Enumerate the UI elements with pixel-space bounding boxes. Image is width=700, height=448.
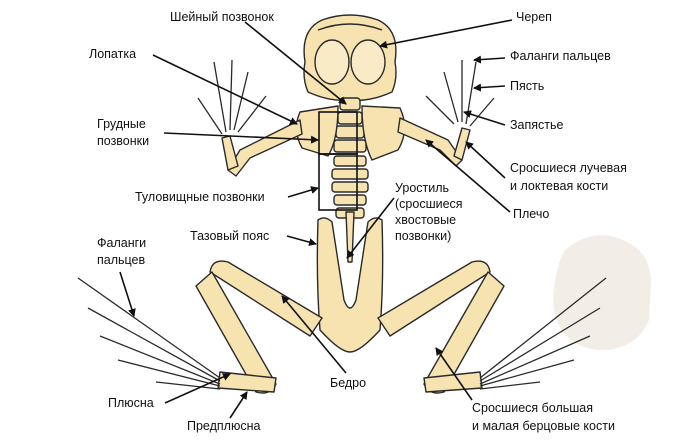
pointer-urostyle: [346, 197, 395, 259]
left-forearm: [221, 135, 239, 171]
label-tarsus: Предплюсна: [187, 419, 261, 433]
label-metatarsus: Плюсна: [108, 396, 154, 410]
left-femur: [209, 260, 323, 337]
pointer-radius-ulna: [465, 141, 506, 179]
pointer-toe-phalanges: [119, 271, 136, 317]
left-tarsus: [217, 371, 277, 393]
left-foot: [77, 277, 221, 390]
label-urostyle-1: Уростиль: [395, 181, 450, 195]
left-scapula: [295, 105, 339, 157]
pelvic-girdle: [316, 217, 384, 353]
label-tibia-fibula-1: Сросшиеся большая: [472, 401, 594, 415]
right-foot: [479, 277, 607, 390]
right-scapula: [361, 105, 406, 161]
watermark-logo: [553, 235, 651, 351]
label-femur: Бедро: [330, 376, 367, 390]
label-finger-phalanges: Фаланги пальцев: [510, 49, 611, 63]
label-metacarpus: Пясть: [510, 79, 545, 93]
right-humerus: [397, 117, 463, 167]
label-thoracic-1: Грудные: [97, 117, 146, 131]
urostyle-bone: [345, 211, 355, 263]
label-skull: Череп: [516, 10, 552, 24]
pointer-femur: [281, 295, 347, 374]
pointer-humerus: [425, 139, 511, 213]
pointer-cervical: [244, 21, 347, 105]
label-urostyle-2: (сросшиеся: [395, 197, 463, 211]
pointer-tibia-fibula: [435, 347, 473, 401]
pointer-scapula: [152, 54, 298, 125]
pointer-lines: [119, 19, 513, 419]
right-femur: [377, 260, 491, 337]
label-cervical-vertebra: Шейный позвонок: [170, 10, 274, 24]
pointer-finger-phalanges: [473, 55, 506, 64]
pointer-carpus: [463, 110, 506, 126]
left-hand: [197, 59, 267, 135]
label-pelvic-girdle: Тазовый пояс: [190, 229, 270, 243]
label-thoracic-2: позвонки: [97, 134, 150, 148]
pointer-tarsus: [229, 391, 248, 419]
label-radius-ulna-1: Сросшиеся лучевая: [510, 161, 627, 175]
trunk-box: [318, 153, 358, 211]
label-scapula: Лопатка: [89, 47, 137, 61]
frog-skeleton-illustration: [77, 14, 607, 394]
skull-bone: [303, 14, 397, 102]
label-toe-phalanges-1: Фаланги: [97, 236, 147, 250]
label-humerus: Плечо: [513, 207, 550, 221]
pointer-skull: [379, 19, 513, 49]
pointer-thoracic: [163, 132, 319, 144]
label-urostyle-4: позвонки): [395, 229, 452, 243]
label-tibia-fibula-2: и малая берцовые кости: [472, 419, 615, 433]
vertebral-column: [331, 97, 369, 219]
pointer-metatarsus: [164, 373, 231, 404]
pointer-metacarpus: [473, 83, 506, 92]
left-humerus: [227, 119, 303, 177]
label-carpus: Запястье: [510, 118, 564, 132]
label-trunk-vertebrae: Туловищные позвонки: [135, 190, 265, 204]
right-tarsus: [423, 371, 483, 393]
vertebra-group-boxes: [318, 111, 358, 211]
label-toe-phalanges-2: пальцев: [97, 253, 146, 267]
label-urostyle-3: хвостовые: [395, 213, 457, 227]
pointer-trunk: [287, 186, 319, 198]
label-radius-ulna-2: и локтевая кости: [510, 179, 609, 193]
right-forearm: [453, 127, 471, 161]
pointer-pelvic: [286, 235, 317, 246]
right-hand: [425, 60, 495, 127]
